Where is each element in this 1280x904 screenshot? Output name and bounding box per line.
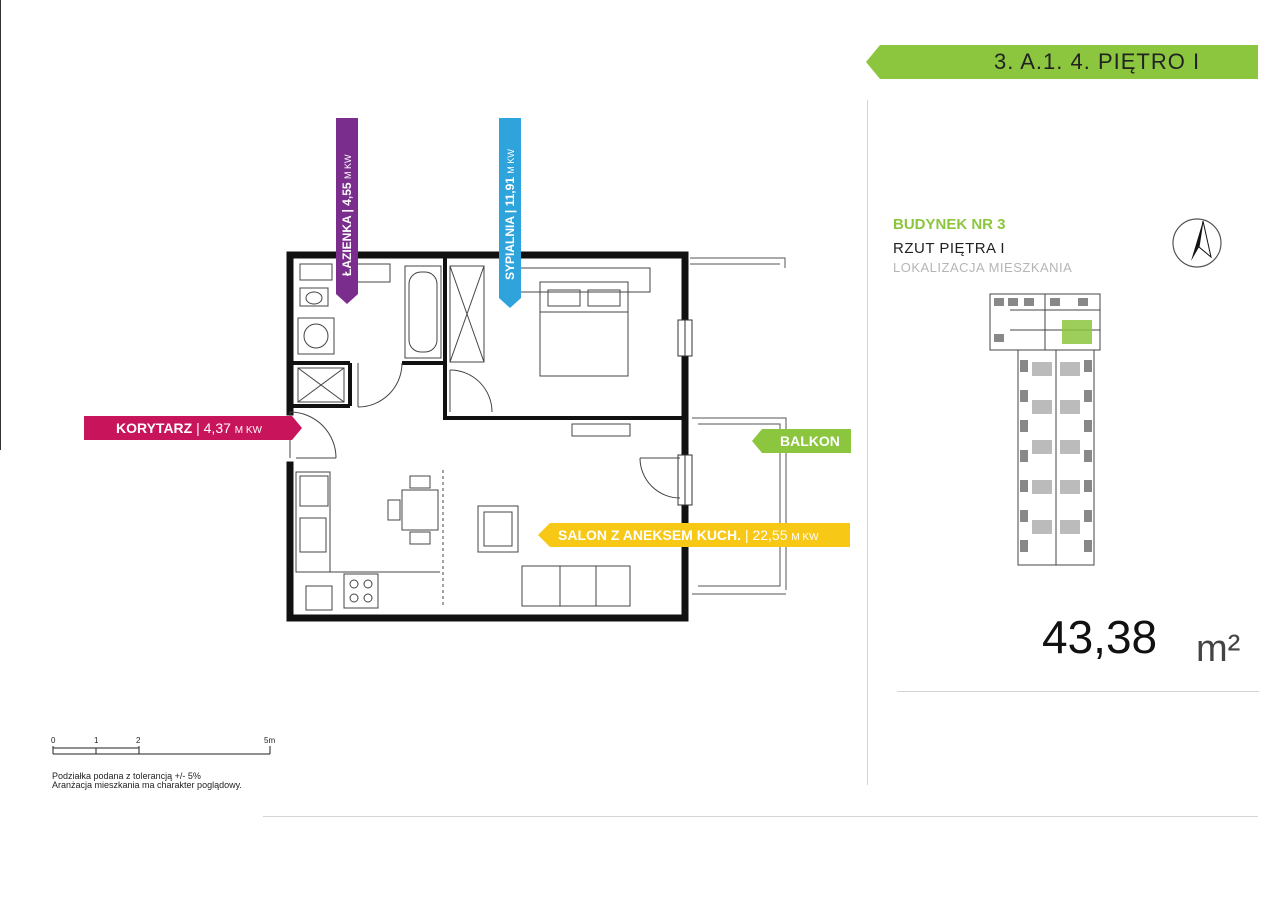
exterior-walls — [286, 251, 689, 622]
apartment-highlight — [1062, 320, 1092, 344]
bottom-divider — [263, 816, 1258, 817]
panel-divider-vertical — [867, 100, 868, 785]
building-location-map — [989, 293, 1101, 566]
scale-tick-0: 0 — [51, 736, 56, 745]
lazienka-name: ŁAZIENKA — [340, 215, 354, 276]
sypialnia-area: 11,91 — [503, 177, 517, 207]
doors — [289, 362, 681, 499]
label-sypialnia: SYPIALNIA | 11,91 M KW — [499, 118, 521, 308]
scale-tick-5m: 5m — [264, 736, 276, 745]
balkon-name: BALKON — [780, 433, 840, 449]
label-salon: SALON Z ANEKSEM KUCH. | 22,55 M KW — [538, 523, 850, 547]
unit-code: 3. A.1. 4. PIĘTRO I — [994, 49, 1201, 74]
location-title: LOKALIZACJA MIESZKANIA — [893, 260, 1073, 275]
label-lazienka: ŁAZIENKA | 4,55 M KW — [336, 118, 358, 304]
floor-plan-title: RZUT PIĘTRA I — [893, 240, 1006, 257]
left-edge-line — [0, 0, 1, 450]
apartment-area-unit: m² — [1196, 628, 1241, 670]
sypialnia-name: SYPIALNIA — [503, 216, 517, 280]
bedroom-furniture — [449, 265, 651, 377]
note-tolerance: Podziałka podana z tolerancją +/- 5% — [52, 771, 201, 781]
salon-area: 22,55 — [752, 527, 788, 543]
apartment-area-value: 43,38 — [1042, 611, 1158, 663]
scale-tick-2: 2 — [136, 736, 141, 745]
building-title: BUDYNEK NR 3 — [893, 216, 1006, 233]
salon-name: SALON Z ANEKSEM KUCH. — [558, 527, 742, 543]
korytarz-area: 4,37 — [203, 420, 231, 436]
sypialnia-unit: M KW — [506, 149, 516, 174]
bathroom-fixtures — [297, 263, 442, 403]
scale-tick-1: 1 — [94, 736, 99, 745]
windows — [677, 319, 693, 506]
interior-walls — [290, 258, 685, 420]
living-furniture — [295, 423, 631, 611]
lazienka-unit: M KW — [343, 154, 353, 180]
scale-bar — [52, 746, 271, 755]
lazienka-area: 4,55 — [340, 182, 354, 206]
balcony-rails — [690, 257, 787, 595]
korytarz-unit: M KW — [234, 425, 262, 436]
floor-plan — [286, 251, 787, 622]
area-divider — [897, 691, 1259, 692]
label-balkon: BALKON — [752, 429, 851, 453]
north-arrow-icon — [1172, 218, 1222, 268]
korytarz-name: KORYTARZ — [116, 420, 193, 436]
label-korytarz: KORYTARZ | 4,37 M KW — [84, 416, 302, 440]
note-arrangement: Aranżacja mieszkania ma charakter pogląd… — [52, 780, 242, 790]
salon-unit: M KW — [791, 532, 819, 543]
unit-header-tag: 3. A.1. 4. PIĘTRO I — [866, 45, 1258, 79]
